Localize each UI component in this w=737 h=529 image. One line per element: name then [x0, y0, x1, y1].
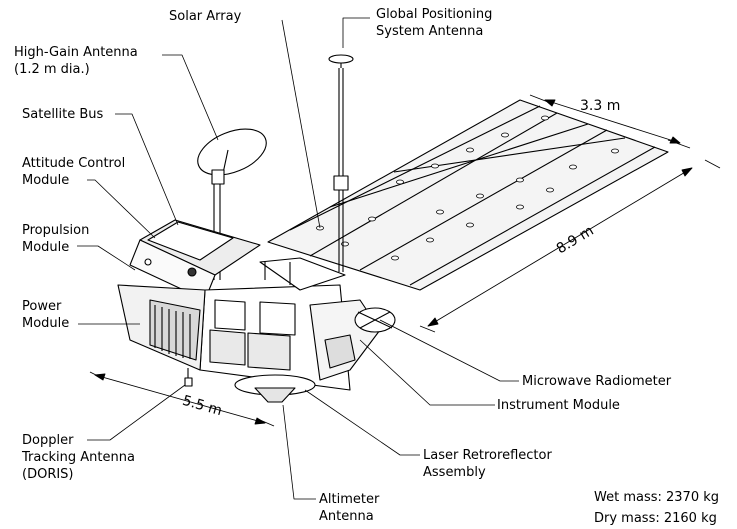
label-laser-line1: Laser Retroreflector — [423, 448, 552, 463]
label-microwave-radiometer: Microwave Radiometer — [522, 374, 672, 389]
label-altimeter-line1: Altimeter — [319, 492, 380, 507]
label-high-gain-line1: High-Gain Antenna — [14, 45, 138, 60]
label-solar-array: Solar Array — [169, 9, 242, 24]
label-laser-line2: Assembly — [423, 465, 486, 480]
label-doris-line1: Doppler — [22, 433, 74, 448]
label-propulsion-line1: Propulsion — [22, 223, 90, 238]
label-altimeter-line2: Antenna — [319, 509, 374, 524]
label-gps-antenna: Global Positioning System Antenna — [376, 6, 506, 40]
label-altimeter-antenna: Altimeter Antenna — [319, 491, 379, 525]
label-doris-line3: (DORIS) — [22, 467, 74, 482]
gps-antenna-drawing — [328, 54, 354, 272]
dimension-lines — [89, 94, 721, 427]
label-high-gain-line2: (1.2 m dia.) — [14, 62, 90, 77]
wet-mass: Wet mass: 2370 kg — [594, 490, 720, 505]
dimension-array-width: 3.3 m — [580, 98, 621, 114]
label-propulsion-line2: Module — [22, 240, 70, 255]
label-attitude-control: Attitude Control Module — [22, 155, 125, 189]
label-laser-retroreflector: Laser Retroreflector Assembly — [423, 447, 552, 481]
label-propulsion-module: Propulsion Module — [22, 222, 89, 256]
label-power-line2: Module — [22, 316, 70, 331]
label-power-line1: Power — [22, 299, 62, 314]
label-attitude-line1: Attitude Control — [22, 156, 126, 171]
label-satellite-bus: Satellite Bus — [22, 107, 104, 122]
leader-lines — [77, 17, 519, 500]
label-gps-line2: System Antenna — [376, 24, 484, 39]
label-doris: Doppler Tracking Antenna (DORIS) — [22, 432, 135, 483]
altimeter-antenna-drawing — [184, 368, 316, 403]
label-doris-line2: Tracking Antenna — [22, 450, 135, 465]
label-high-gain-antenna: High-Gain Antenna (1.2 m dia.) — [14, 44, 138, 78]
label-gps-line1: Global Positioning — [376, 7, 493, 22]
solar-array-drawing — [267, 99, 669, 291]
label-power-module: Power Module — [22, 298, 69, 332]
label-attitude-line2: Module — [22, 173, 70, 188]
high-gain-antenna-drawing — [197, 128, 267, 280]
instrument-module-drawing — [309, 299, 396, 381]
dry-mass: Dry mass: 2160 kg — [594, 511, 717, 526]
label-instrument-module: Instrument Module — [497, 398, 620, 413]
